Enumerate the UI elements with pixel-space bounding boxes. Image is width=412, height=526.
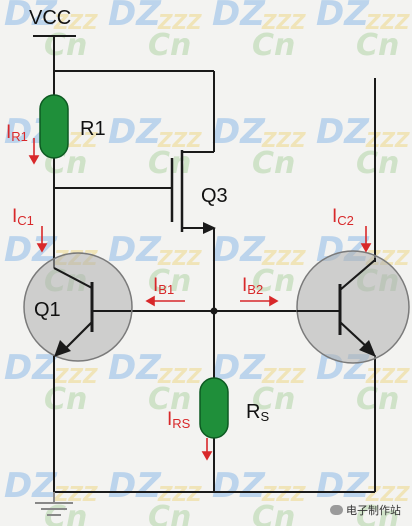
- ib1-label-main: I: [153, 275, 159, 296]
- watermark-zz: ZZZ: [158, 128, 202, 152]
- watermark-zz: ZZZ: [262, 482, 306, 506]
- watermark-cn: Cn: [44, 382, 88, 417]
- ic1-label-main: I: [12, 206, 18, 227]
- watermark-zz: ZZZ: [366, 10, 410, 34]
- watermark-dz: DZ: [108, 348, 161, 388]
- watermark-zz: ZZZ: [262, 10, 306, 34]
- ic1-label-sub: C1: [17, 213, 34, 228]
- watermark-dz: DZ: [108, 466, 161, 506]
- ir1-label-sub: R1: [11, 129, 28, 144]
- watermark-dz: DZ: [108, 0, 161, 34]
- ib2-label-main: I: [242, 275, 248, 296]
- watermark-cn: Cn: [44, 28, 88, 63]
- q2-emitter-arrow: [359, 340, 376, 357]
- watermark-zz: ZZZ: [262, 128, 306, 152]
- watermark-dz: DZ: [4, 466, 57, 506]
- watermark-cn: Cn: [148, 382, 192, 417]
- watermark-zz: ZZZ: [158, 10, 202, 34]
- ic1-label: IC1: [12, 207, 34, 227]
- source-credit-text: 电子制作站: [346, 505, 401, 517]
- watermark-zz: ZZZ: [366, 128, 410, 152]
- watermark-cn: Cn: [44, 500, 88, 526]
- watermark-dz: DZ: [4, 0, 57, 34]
- rs-label-main: R: [246, 401, 261, 423]
- watermark-cn: Cn: [356, 28, 400, 63]
- watermark-zz: ZZZ: [158, 482, 202, 506]
- watermark-cn: Cn: [356, 500, 400, 526]
- watermark-zz: ZZZ: [54, 10, 98, 34]
- rs-label: RS: [246, 402, 269, 423]
- q1-label: Q1: [34, 299, 61, 321]
- ir1-label: IR1: [6, 123, 28, 143]
- wechat-icon: [330, 505, 343, 515]
- rs-resistor: [199, 377, 229, 439]
- watermark-dz: DZ: [212, 0, 265, 34]
- watermark-dz: DZ: [316, 466, 369, 506]
- rs-label-sub: S: [260, 409, 270, 424]
- watermark-zz: ZZZ: [158, 364, 202, 388]
- watermark-dz: DZ: [212, 466, 265, 506]
- q1-body: [23, 252, 133, 362]
- watermark-cn: Cn: [148, 264, 192, 299]
- watermark-cn: Cn: [252, 264, 296, 299]
- q2-body: [296, 250, 410, 364]
- watermark-dz: DZ: [4, 348, 57, 388]
- watermark-cn: Cn: [252, 382, 296, 417]
- watermark-dz: DZ: [316, 112, 369, 152]
- watermark-zz: ZZZ: [158, 246, 202, 270]
- irs-label: IRS: [167, 410, 190, 430]
- q3-label: Q3: [201, 185, 228, 207]
- watermark-cn: Cn: [252, 146, 296, 181]
- q1-emitter-arrow: [54, 340, 71, 357]
- watermark-zz: ZZZ: [262, 364, 306, 388]
- watermark-zz: ZZZ: [262, 246, 306, 270]
- watermark-cn: Cn: [252, 500, 296, 526]
- irs-label-sub: RS: [172, 416, 191, 431]
- ic2-label-sub: C2: [337, 213, 354, 228]
- watermark-dz: DZ: [316, 0, 369, 34]
- watermark-dz: DZ: [108, 230, 161, 270]
- q3-source-arrow: [203, 222, 216, 234]
- watermark-cn: Cn: [148, 28, 192, 63]
- watermark-cn: Cn: [356, 382, 400, 417]
- ic2-label: IC2: [332, 207, 354, 227]
- watermark-cn: Cn: [252, 28, 296, 63]
- ic2-label-main: I: [332, 206, 338, 227]
- r1-resistor: [39, 94, 69, 159]
- r1-label: R1: [80, 118, 106, 140]
- watermark-zz: ZZZ: [366, 482, 410, 506]
- watermark-zz: ZZZ: [54, 364, 98, 388]
- irs-label-main: I: [167, 409, 173, 430]
- ir1-label-main: I: [6, 122, 12, 143]
- watermark-dz: DZ: [212, 230, 265, 270]
- watermark-dz: DZ: [212, 112, 265, 152]
- watermark-cn: Cn: [148, 500, 192, 526]
- ib1-label-sub: B1: [158, 282, 175, 297]
- watermark-zz: ZZZ: [366, 364, 410, 388]
- source-credit: 电子制作站: [330, 502, 401, 518]
- vcc-label: VCC: [29, 7, 72, 29]
- ib2-label-sub: B2: [247, 282, 264, 297]
- ib2-label: IB2: [242, 276, 263, 296]
- watermark-cn: Cn: [356, 146, 400, 181]
- ib1-label: IB1: [153, 276, 174, 296]
- base-junction-dot: [210, 307, 218, 315]
- watermark-dz: DZ: [108, 112, 161, 152]
